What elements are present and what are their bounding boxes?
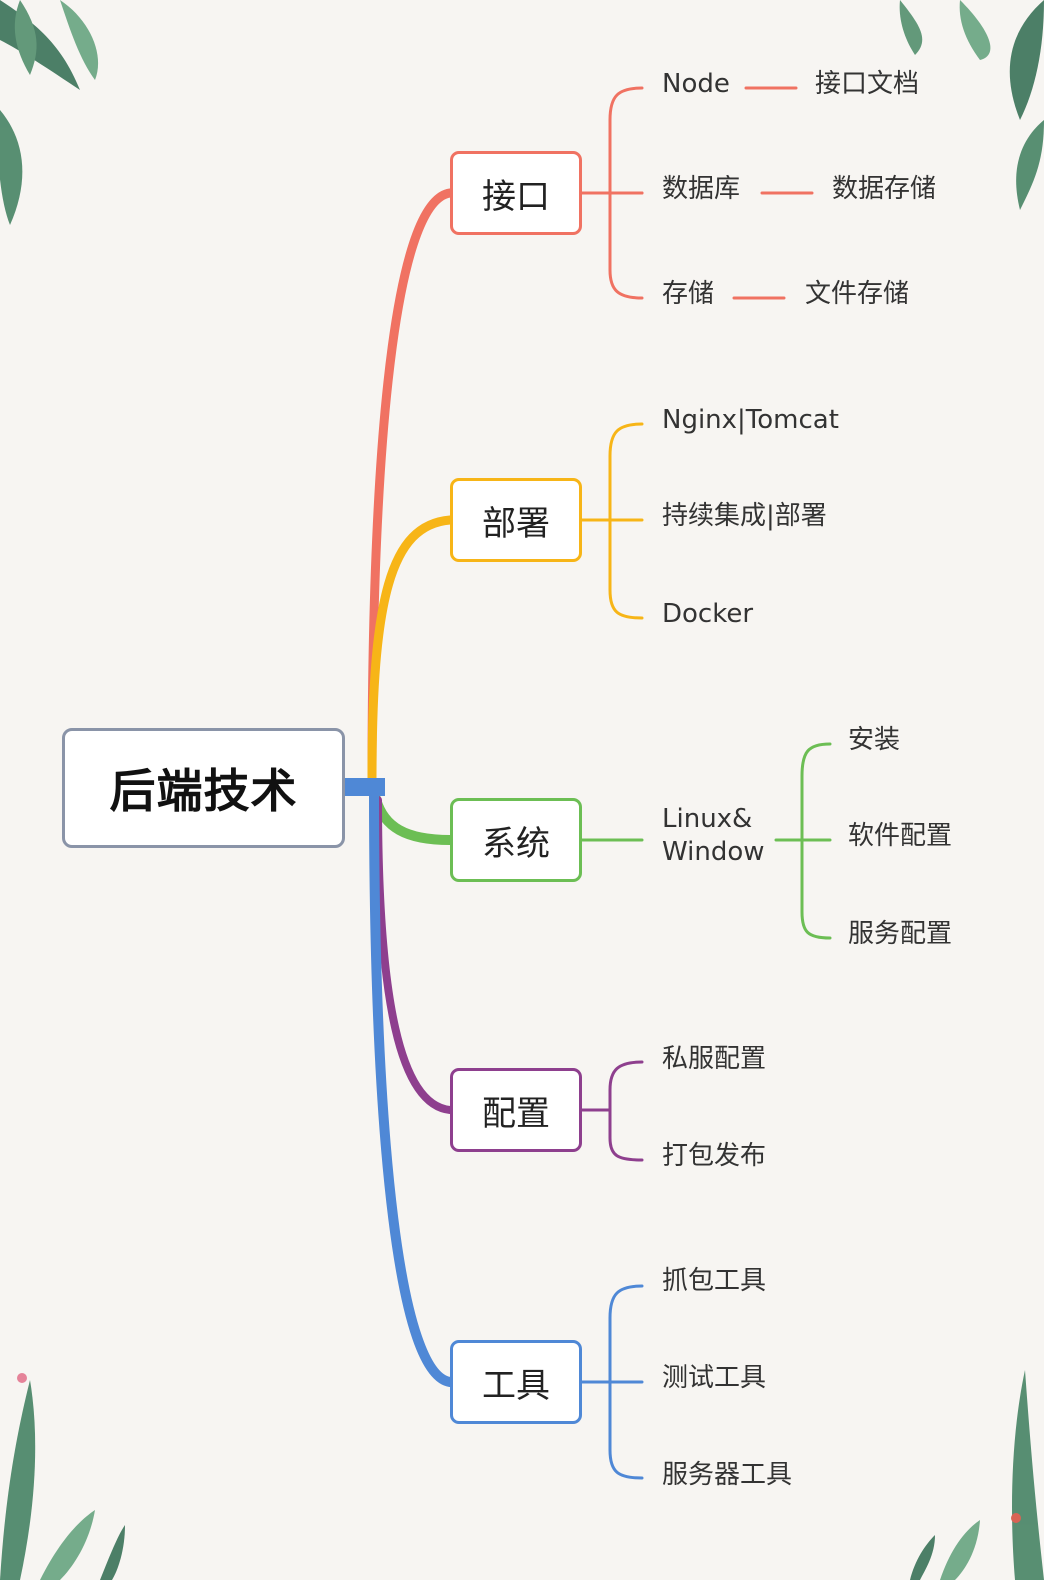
branch-node-interface[interactable]: 接口	[450, 151, 582, 235]
foliage-top-right	[899, 0, 1044, 210]
leaf-storage[interactable]: 存储	[662, 279, 715, 309]
branch-node-tools[interactable]: 工具	[450, 1340, 582, 1424]
leaf-subnode[interactable]: 接口文档	[815, 69, 920, 99]
trunk-config	[374, 796, 454, 1114]
leaf-line: Window	[662, 836, 765, 867]
leaf-packet-capture-tool[interactable]: 抓包工具	[662, 1266, 767, 1296]
foliage-top-left	[0, 0, 99, 225]
leaf-nginx-tomcat[interactable]: Nginx|Tomcat	[662, 405, 839, 435]
root-node[interactable]: 后端技术	[62, 728, 345, 848]
branch-lines-tools	[580, 1284, 644, 1480]
branch-lines-interface	[580, 86, 814, 300]
foliage-bottom-left	[0, 1373, 125, 1580]
root-stub	[345, 778, 385, 796]
leaf-package-release[interactable]: 打包发布	[662, 1141, 767, 1171]
branch-node-config[interactable]: 配置	[450, 1068, 582, 1152]
branch-lines-config	[580, 1060, 644, 1162]
leaf-line: Linux&	[662, 804, 753, 834]
branch-node-system[interactable]: 系统	[450, 798, 582, 882]
leaf-ci-cd[interactable]: 持续集成|部署	[662, 501, 827, 531]
branch-node-deploy[interactable]: 部署	[450, 478, 582, 562]
branch-lines-system	[580, 742, 832, 940]
leaf-subnode[interactable]: 文件存储	[805, 279, 910, 309]
trunk-interface	[367, 188, 455, 785]
leaf-server-tool[interactable]: 服务器工具	[662, 1460, 793, 1490]
leaf-service-config[interactable]: 服务配置	[848, 919, 953, 949]
trunk-system	[369, 785, 455, 845]
leaf-docker[interactable]: Docker	[662, 599, 754, 629]
leaf-database[interactable]: 数据库	[662, 174, 741, 204]
trunk-tools	[369, 785, 455, 1387]
leaf-private-repo-config[interactable]: 私服配置	[662, 1044, 767, 1074]
branch-lines-deploy	[580, 422, 644, 620]
leaf-testing-tool[interactable]: 测试工具	[662, 1363, 767, 1393]
leaf-subnode[interactable]: 数据存储	[832, 174, 937, 204]
trunk-deploy	[367, 515, 455, 785]
leaf-linux-window[interactable]: Linux& Window	[662, 803, 782, 868]
leaf-node[interactable]: Node	[662, 69, 730, 99]
leaf-software-config[interactable]: 软件配置	[848, 821, 953, 851]
leaf-install[interactable]: 安装	[848, 725, 901, 755]
foliage-bottom-right	[910, 1370, 1044, 1580]
